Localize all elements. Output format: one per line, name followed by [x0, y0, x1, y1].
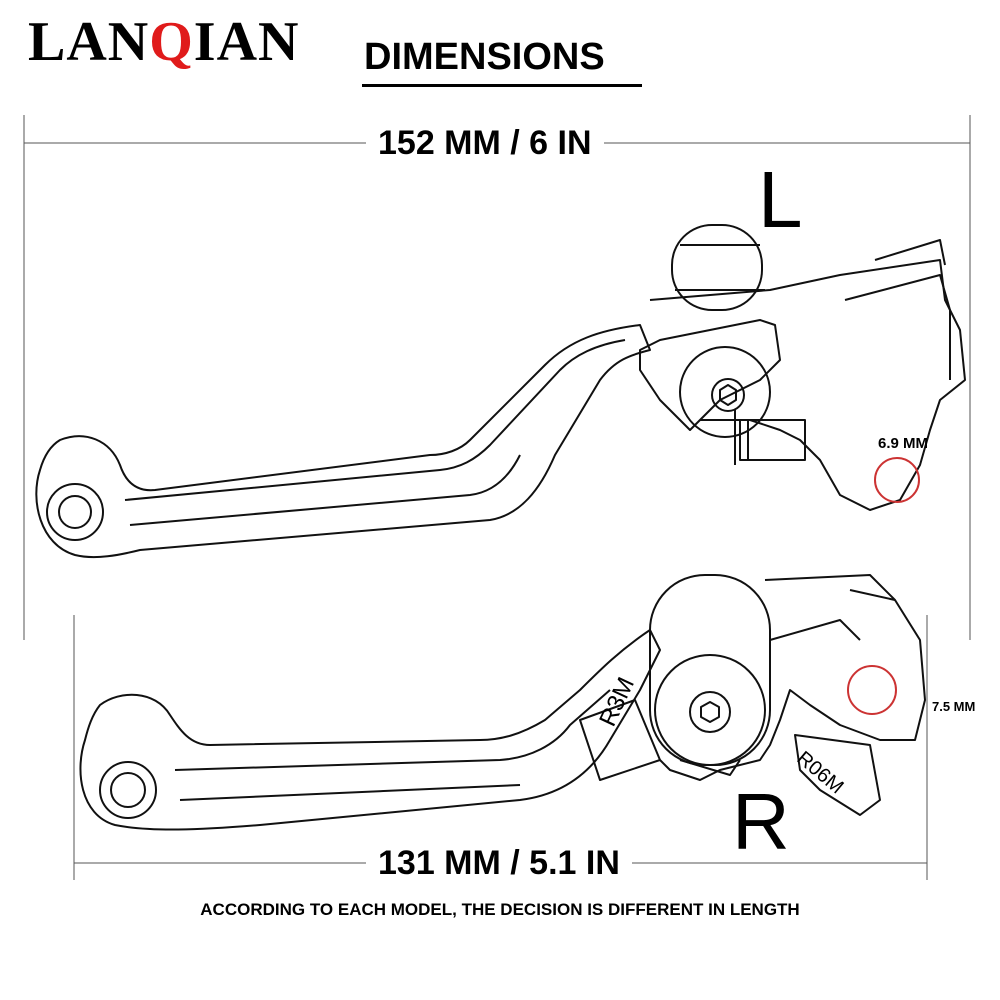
title-underline — [362, 84, 642, 87]
page-title: DIMENSIONS — [364, 36, 605, 78]
brand-logo: LANQIAN — [28, 14, 299, 70]
right-hole-size-label: 7.5 MM — [932, 699, 976, 714]
right-lever — [79, 574, 926, 831]
right-length-label: 131 MM / 5.1 IN — [366, 846, 632, 880]
logo-text-q: Q — [149, 11, 194, 73]
left-length-label: 152 MM / 6 IN — [366, 126, 604, 160]
right-dimension-lines — [73, 615, 928, 880]
footer-note: ACCORDING TO EACH MODEL, THE DECISION IS… — [200, 900, 800, 919]
logo-text-part1: LAN — [28, 11, 150, 73]
right-side-label: R — [732, 777, 790, 866]
logo-text-part2: IAN — [193, 11, 300, 73]
left-dimension-lines — [23, 115, 971, 640]
left-lever — [35, 224, 966, 559]
left-hole-size-label: 6.9 MM — [878, 435, 929, 452]
left-side-label: L — [758, 155, 803, 244]
